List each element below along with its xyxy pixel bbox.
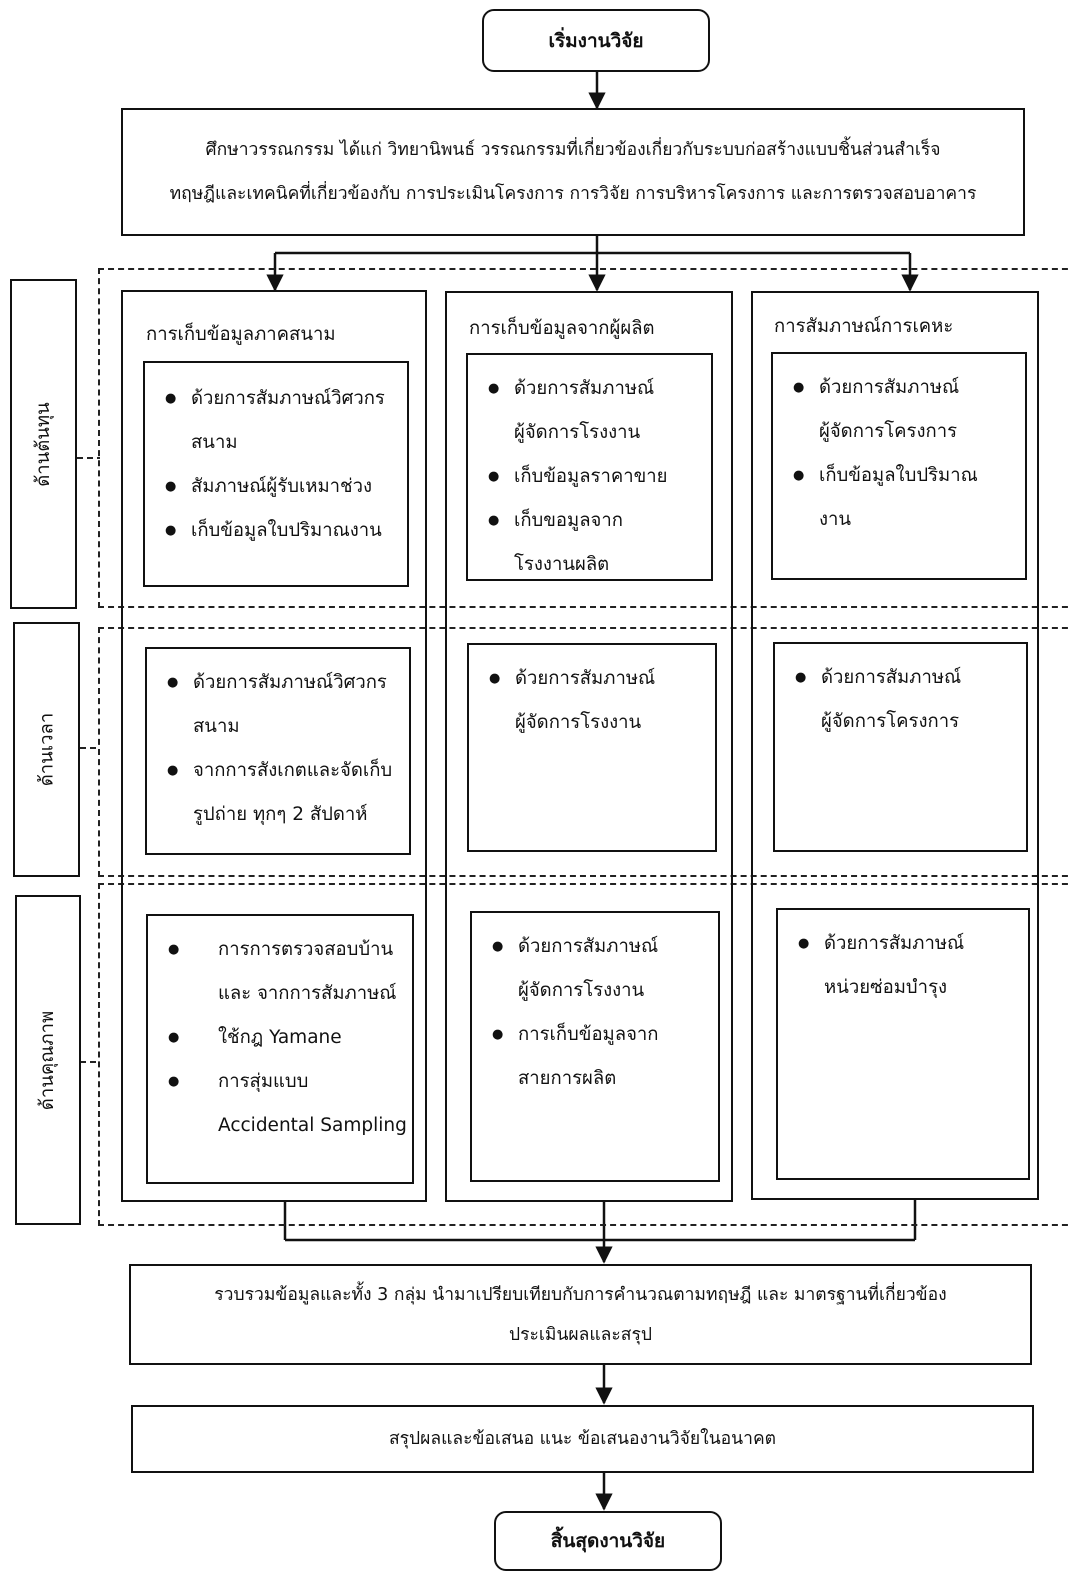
list-item-continuation: ผู้จัดการโครงการ bbox=[821, 711, 960, 732]
list-item: ด้วยการสัมภาษณ์ bbox=[489, 657, 715, 701]
column-title-producer: การเก็บข้อมูลจากผู้ผลิต bbox=[469, 318, 655, 339]
list-item-continuation: รูปถ่าย ทุกๆ 2 สัปดาห์ bbox=[193, 804, 368, 825]
row-label-cost: ด้านต้นทุน bbox=[10, 279, 77, 609]
list-item-continuation: ผู้จัดการโรงงาน bbox=[514, 422, 641, 443]
list-item-continuation: ผู้จัดการโรงงาน bbox=[518, 980, 645, 1001]
column-housing: การสัมภาษณ์การเคหะ bbox=[751, 291, 1039, 1200]
cell-field-cost: ด้วยการสัมภาษณ์วิศวกร สนาม สัมภาษณ์ผู้รั… bbox=[143, 361, 409, 587]
cell-producer-time: ด้วยการสัมภาษณ์ ผู้จัดการโรงงาน bbox=[467, 643, 717, 852]
list-item: ใช้กฎ Yamane bbox=[168, 1016, 412, 1060]
compile-line-1: รวบรวมข้อมูลและทั้ง 3 กลุ่ม นำมาเปรียบเท… bbox=[214, 1284, 947, 1305]
end-node: สิ้นสุดงานวิจัย bbox=[494, 1511, 722, 1571]
compile-line-2: ประเมินผลและสรุป bbox=[509, 1324, 652, 1345]
list-item: ด้วยการสัมภาษณ์ bbox=[795, 656, 1026, 700]
list-item: ด้วยการสัมภาษณ์ bbox=[798, 922, 1028, 966]
column-producer: การเก็บข้อมูลจากผู้ผลิต bbox=[445, 291, 733, 1202]
column-field: การเก็บข้อมูลภาคสนาม bbox=[121, 290, 427, 1202]
list-item: การการตรวจสอบบ้าน bbox=[168, 928, 412, 972]
conclusion-box: สรุปผลและข้อเสนอ แนะ ข้อเสนองานวิจัยในอน… bbox=[131, 1405, 1034, 1473]
list-item-continuation: สนาม bbox=[193, 716, 240, 737]
list-item: การเก็บข้อมูลจาก bbox=[492, 1013, 718, 1057]
conclusion-label: สรุปผลและข้อเสนอ แนะ ข้อเสนองานวิจัยในอน… bbox=[388, 1429, 777, 1449]
list-item-continuation: โรงงานผลิต bbox=[514, 554, 610, 575]
list-item: ด้วยการสัมภาษณ์วิศวกร bbox=[167, 661, 409, 705]
cell-field-time: ด้วยการสัมภาษณ์วิศวกร สนาม จากการสังเกตแ… bbox=[145, 647, 411, 855]
row-band-quality bbox=[98, 883, 1071, 1226]
list-item: ด้วยการสัมภาษณ์ bbox=[488, 367, 711, 411]
end-label: สิ้นสุดงานวิจัย bbox=[550, 1530, 666, 1552]
list-item: เก็บขอมูลจาก bbox=[488, 499, 711, 543]
list-item-continuation: สนาม bbox=[191, 432, 238, 453]
row-band-time bbox=[98, 627, 1071, 877]
literature-review-box: ศึกษาวรรณกรรม ได้แก่ วิทยานิพนธ์ วรรณกรร… bbox=[121, 108, 1025, 236]
list-item-continuation: และ จากการสัมภาษณ์ bbox=[218, 983, 397, 1004]
column-title-field: การเก็บข้อมูลภาคสนาม bbox=[146, 324, 336, 345]
list-item: ด้วยการสัมภาษณ์ bbox=[492, 925, 718, 969]
list-item-continuation: Accidental Sampling bbox=[218, 1115, 407, 1136]
column-title-housing: การสัมภาษณ์การเคหะ bbox=[774, 316, 954, 337]
cell-field-quality: การการตรวจสอบบ้าน และ จากการสัมภาษณ์ ใช้… bbox=[146, 914, 414, 1184]
list-item: จากการสังเกตและจัดเก็บ bbox=[167, 749, 409, 793]
start-label: เริ่มงานวิจัย bbox=[548, 29, 644, 52]
list-item: เก็บข้อมูลราคาขาย bbox=[488, 455, 711, 499]
compile-evaluate-box: รวบรวมข้อมูลและทั้ง 3 กลุ่ม นำมาเปรียบเท… bbox=[129, 1264, 1032, 1365]
literature-line-2: ทฤษฎีและเทคนิคที่เกี่ยวข้องกับ การประเมิ… bbox=[169, 184, 977, 204]
list-item-continuation: สายการผลิต bbox=[518, 1068, 617, 1089]
cell-producer-quality: ด้วยการสัมภาษณ์ ผู้จัดการโรงงาน การเก็บข… bbox=[470, 911, 720, 1182]
cell-housing-cost: ด้วยการสัมภาษณ์ ผู้จัดการโครงการ เก็บข้อ… bbox=[771, 352, 1027, 580]
list-item: ด้วยการสัมภาษณ์ bbox=[793, 366, 1025, 410]
start-node: เริ่มงานวิจัย bbox=[482, 9, 710, 72]
list-item-continuation: ผู้จัดการโครงการ bbox=[819, 421, 958, 442]
row-band-cost bbox=[98, 268, 1071, 608]
list-item-continuation: ผู้จัดการโรงงาน bbox=[515, 712, 642, 733]
cell-housing-quality: ด้วยการสัมภาษณ์ หน่วยซ่อมบำรุง bbox=[776, 908, 1030, 1180]
list-item: ด้วยการสัมภาษณ์วิศวกร bbox=[165, 377, 407, 421]
cell-housing-time: ด้วยการสัมภาษณ์ ผู้จัดการโครงการ bbox=[773, 642, 1028, 852]
list-item-continuation: งาน bbox=[819, 509, 852, 530]
list-item: สัมภาษณ์ผู้รับเหมาช่วง bbox=[165, 465, 407, 509]
row-label-time: ด้านเวลา bbox=[13, 622, 80, 877]
list-item: เก็บข้อมูลใบปริมาณงาน bbox=[165, 509, 407, 553]
literature-line-1: ศึกษาวรรณกรรม ได้แก่ วิทยานิพนธ์ วรรณกรร… bbox=[205, 140, 941, 160]
row-label-quality: ด้านคุณภาพ bbox=[15, 895, 81, 1225]
list-item: เก็บข้อมูลใบปริมาณ bbox=[793, 454, 1025, 498]
cell-producer-cost: ด้วยการสัมภาษณ์ ผู้จัดการโรงงาน เก็บข้อม… bbox=[466, 353, 713, 581]
list-item-continuation: หน่วยซ่อมบำรุง bbox=[824, 977, 948, 998]
list-item: การสุ่มแบบ bbox=[168, 1060, 412, 1104]
